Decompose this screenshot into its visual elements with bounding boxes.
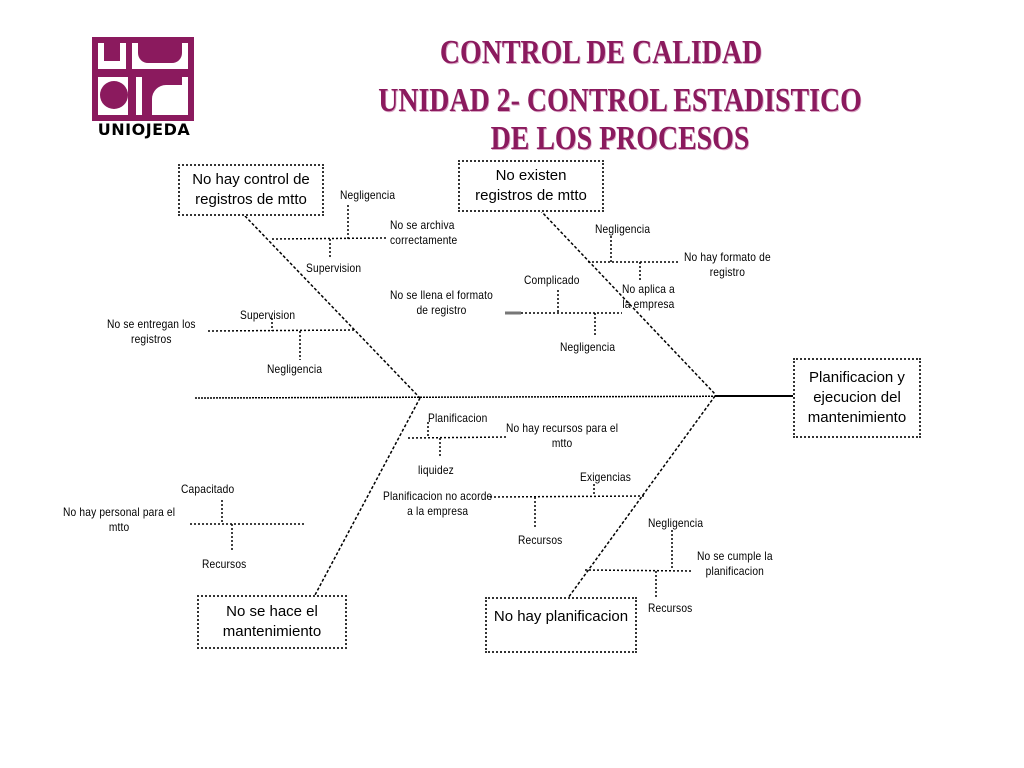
effect-box: Planificacion y ejecucion del mantenimie… — [793, 358, 921, 438]
bone-top-left — [244, 215, 421, 399]
page-title: CONTROL DE CALIDAD — [439, 34, 763, 71]
cause-label: No hay formato de registro — [684, 250, 771, 279]
category-box-bottom-left: No se hace el mantenimiento — [197, 595, 347, 649]
cause-label: Recursos — [202, 557, 247, 571]
bone-top-right — [539, 209, 716, 395]
category-box-top-left: No hay control de registros de mtto — [178, 164, 324, 216]
cause-label: Negligencia — [648, 516, 704, 530]
cause-label: Exigencias — [580, 470, 632, 484]
cause-label: Planificacion — [428, 411, 488, 425]
cause-label: Recursos — [518, 533, 563, 547]
category-box-top-right: No existen registros de mtto — [458, 160, 604, 212]
cause-label: Recursos — [648, 601, 693, 615]
cause-label: No se cumple la planificacion — [697, 549, 773, 578]
cause-label: Supervision — [306, 261, 362, 275]
cause-label: No hay personal para el mtto — [63, 505, 176, 534]
cause-label: Capacitado — [181, 482, 235, 496]
category-box-bottom-right: No hay planificacion — [485, 597, 637, 653]
cause-label: No aplica a la empresa — [622, 282, 675, 311]
cause-label: No hay recursos para el mtto — [506, 421, 619, 450]
cause-label: Negligencia — [340, 188, 396, 202]
cause-label: Negligencia — [267, 362, 323, 376]
uniojeda-logo — [92, 37, 194, 141]
cause-label: Supervision — [240, 308, 296, 322]
bone-bottom-left — [314, 397, 421, 596]
cause-label: No se entregan los registros — [107, 317, 196, 346]
cause-label: Complicado — [524, 273, 580, 287]
cause-label: Negligencia — [560, 340, 616, 354]
page-subtitle: UNIDAD 2- CONTROL ESTADISTICO DE LOS PRO… — [378, 82, 862, 157]
logo-wordmark: UNIOJEDA — [97, 120, 191, 139]
cause-label: No se archiva correctamente — [390, 218, 458, 247]
cause-label: Negligencia — [595, 222, 651, 236]
cause-label: No se llena el formato de registro — [390, 288, 493, 317]
cause-label: liquidez — [418, 463, 454, 477]
spine-line — [194, 395, 796, 399]
bone-bottom-right — [567, 395, 716, 599]
cause-label: Planificacion no acorde a la empresa — [383, 489, 493, 518]
